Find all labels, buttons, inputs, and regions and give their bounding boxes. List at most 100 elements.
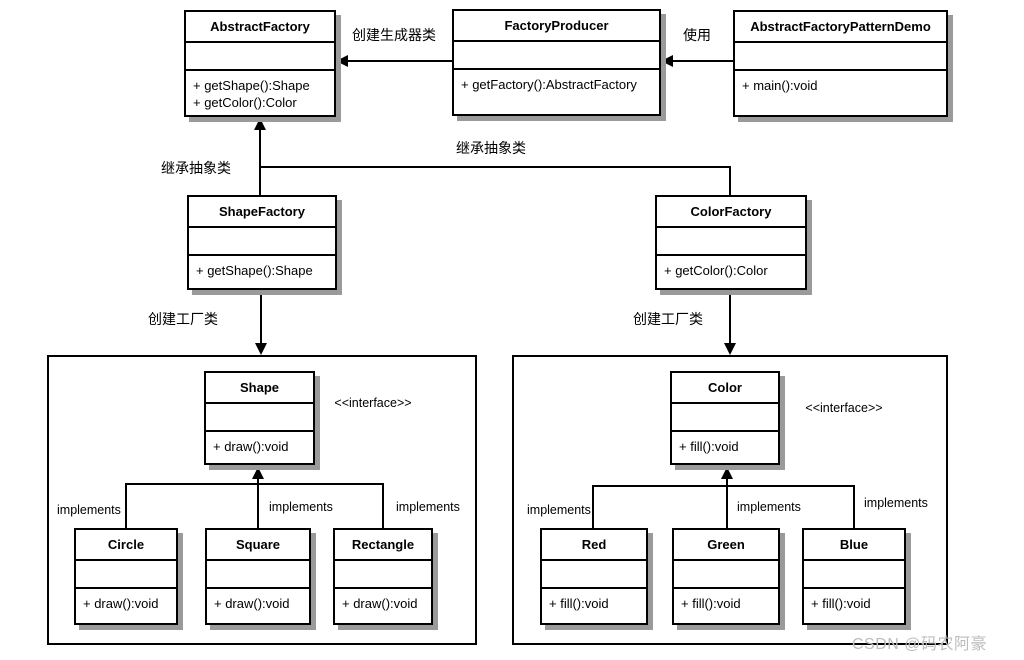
class-attributes-empty xyxy=(76,561,176,589)
method-label: + draw():void xyxy=(214,596,290,611)
label-implements-green: implements xyxy=(737,500,801,514)
class-title: Rectangle xyxy=(335,530,431,561)
method-label: + getColor():Color xyxy=(664,263,768,278)
line-shapefactory-down xyxy=(260,292,262,345)
class-title: FactoryProducer xyxy=(454,11,659,42)
line-circle-up xyxy=(125,483,127,528)
class-attributes-empty xyxy=(454,42,659,70)
label-implements-red: implements xyxy=(527,503,591,517)
class-title: Green xyxy=(674,530,778,561)
label-interface-color: <<interface>> xyxy=(805,401,883,415)
line-blue-up xyxy=(853,485,855,528)
class-color-interface: Color + fill():void xyxy=(670,371,780,465)
class-rectangle: Rectangle + draw():void xyxy=(333,528,433,625)
class-blue: Blue + fill():void xyxy=(802,528,906,625)
label-interface-shape: <<interface>> xyxy=(334,396,412,410)
class-title: Blue xyxy=(804,530,904,561)
method-label: + draw():void xyxy=(83,596,159,611)
class-shapefactory: ShapeFactory + getShape():Shape xyxy=(187,195,337,290)
class-methods: + draw():void xyxy=(206,432,313,463)
class-attributes-empty xyxy=(186,43,334,71)
class-methods: + fill():void xyxy=(804,589,904,623)
csdn-watermark: CSDN @码农阿豪 xyxy=(852,636,988,653)
arrowhead-up-color xyxy=(721,467,733,479)
class-attributes-empty xyxy=(657,228,805,256)
class-title: AbstractFactory xyxy=(186,12,334,43)
method-label: + fill():void xyxy=(679,439,739,454)
method-label: + draw():void xyxy=(342,596,418,611)
class-attributes-empty xyxy=(735,43,946,71)
class-attributes-empty xyxy=(674,561,778,589)
method-label: + getShape():Shape xyxy=(196,263,313,278)
arrow-line-producer-to-abstractfactory xyxy=(347,60,452,62)
class-methods: + draw():void xyxy=(76,589,176,623)
line-rectangle-up xyxy=(382,483,384,528)
class-methods: + fill():void xyxy=(542,589,646,623)
line-shapefactory-up xyxy=(259,128,261,195)
class-attributes-empty xyxy=(206,404,313,432)
arrowhead-down-shape-group xyxy=(255,343,267,355)
arrowhead-down-color-group xyxy=(724,343,736,355)
label-implements-circle: implements xyxy=(57,503,121,517)
line-inherit-horizontal xyxy=(259,166,731,168)
class-colorfactory: ColorFactory + getColor():Color xyxy=(655,195,807,290)
method-label: + fill():void xyxy=(549,596,609,611)
label-inherit-abstract-left: 继承抽象类 xyxy=(161,160,231,176)
class-red: Red + fill():void xyxy=(540,528,648,625)
class-attributes-empty xyxy=(804,561,904,589)
method-label: + getShape():Shape xyxy=(193,78,310,93)
class-methods: + getFactory():AbstractFactory xyxy=(454,70,659,114)
class-methods: + main():void xyxy=(735,71,946,115)
class-title: AbstractFactoryPatternDemo xyxy=(735,12,946,43)
arrowhead-up-abstractfactory xyxy=(254,118,266,130)
label-use: 使用 xyxy=(683,27,711,43)
label-create-factory-right: 创建工厂类 xyxy=(633,311,703,327)
method-label: + main():void xyxy=(742,78,818,93)
method-label: + fill():void xyxy=(811,596,871,611)
method-label: + draw():void xyxy=(213,439,289,454)
arrowhead-left-producer xyxy=(661,55,673,67)
arrowhead-left-abstractfactory xyxy=(336,55,348,67)
label-implements-rectangle: implements xyxy=(396,500,460,514)
class-shape-interface: Shape + draw():void xyxy=(204,371,315,465)
class-title: Red xyxy=(542,530,646,561)
class-title: Color xyxy=(672,373,778,404)
class-green: Green + fill():void xyxy=(672,528,780,625)
label-create-producer: 创建生成器类 xyxy=(352,27,436,43)
class-factoryproducer: FactoryProducer + getFactory():AbstractF… xyxy=(452,9,661,116)
class-title: ColorFactory xyxy=(657,197,805,228)
class-abstractfactorypatterndemo: AbstractFactoryPatternDemo + main():void xyxy=(733,10,948,117)
class-title: Square xyxy=(207,530,309,561)
label-implements-blue: implements xyxy=(864,496,928,510)
class-attributes-empty xyxy=(335,561,431,589)
label-inherit-abstract-center: 继承抽象类 xyxy=(456,140,526,156)
class-square: Square + draw():void xyxy=(205,528,311,625)
class-methods: + getColor():Color xyxy=(657,256,805,288)
line-square-up xyxy=(257,477,259,528)
class-methods: + fill():void xyxy=(672,432,778,463)
class-circle: Circle + draw():void xyxy=(74,528,178,625)
class-methods: + fill():void xyxy=(674,589,778,623)
class-methods: + getShape():Shape xyxy=(189,256,335,288)
arrow-line-demo-to-producer xyxy=(672,60,733,62)
class-methods: + getShape():Shape + getColor():Color xyxy=(186,71,334,115)
line-color-implements-horizontal xyxy=(592,485,855,487)
line-red-up xyxy=(592,485,594,528)
color-group-container xyxy=(512,355,948,645)
method-label: + fill():void xyxy=(681,596,741,611)
class-attributes-empty xyxy=(542,561,646,589)
class-attributes-empty xyxy=(672,404,778,432)
class-methods: + draw():void xyxy=(207,589,309,623)
method-label: + getColor():Color xyxy=(193,95,297,110)
shape-group-container xyxy=(47,355,477,645)
class-attributes-empty xyxy=(207,561,309,589)
label-implements-square: implements xyxy=(269,500,333,514)
class-title: Shape xyxy=(206,373,313,404)
method-label: + getFactory():AbstractFactory xyxy=(461,77,637,92)
line-green-up xyxy=(726,477,728,528)
class-methods: + draw():void xyxy=(335,589,431,623)
line-shape-implements-horizontal xyxy=(125,483,384,485)
class-title: ShapeFactory xyxy=(189,197,335,228)
line-colorfactory-down xyxy=(729,292,731,345)
